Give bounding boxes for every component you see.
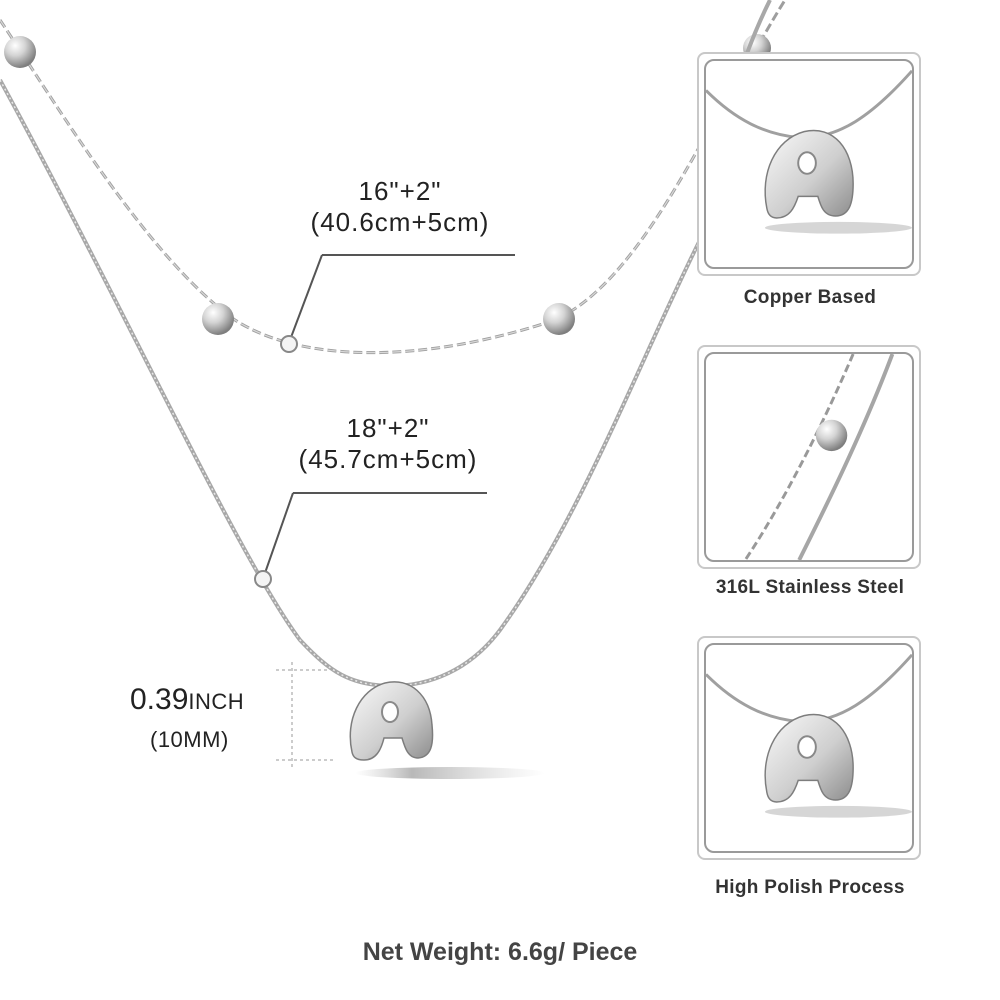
polish-closeup-image	[706, 653, 912, 818]
lower-chain	[0, 0, 772, 689]
feature-caption-steel: 316L Stainless Steel	[715, 577, 905, 598]
top-chain-length-label: 16"+2" (40.6cm+5cm)	[290, 176, 510, 238]
top-chain-length-cm: (40.6cm+5cm)	[310, 207, 490, 237]
measure-point-bottom	[254, 570, 272, 588]
pendant-closeup-image	[706, 69, 912, 234]
feature-caption-copper: Copper Based	[743, 287, 877, 308]
feature-panel-steel	[697, 345, 921, 569]
chain-bead	[543, 303, 575, 335]
chain-bead	[4, 36, 36, 68]
pendant-size-label: 0.39INCH	[130, 683, 244, 717]
length-leader-bottom	[264, 492, 487, 574]
letter-a-pendant	[349, 681, 545, 779]
measure-point-top	[280, 335, 298, 353]
bottom-chain-length-inch: 18"+2"	[346, 413, 430, 443]
bottom-chain-length-cm: (45.7cm+5cm)	[298, 444, 478, 474]
feature-panel-copper	[697, 52, 921, 276]
pendant-dimension-guide	[276, 662, 333, 770]
pendant-size-metric: (10MM)	[150, 727, 229, 752]
chain-closeup-image	[744, 354, 895, 560]
pendant-size-value: 0.39	[130, 683, 189, 716]
net-weight-text: Net Weight: 6.6g/ Piece	[362, 938, 638, 966]
chain-bead	[202, 303, 234, 335]
length-leader-top	[289, 254, 515, 341]
pendant-size-unit: INCH	[188, 689, 245, 714]
top-chain-length-inch: 16"+2"	[358, 176, 442, 206]
feature-caption-polish: High Polish Process	[715, 877, 905, 898]
bottom-chain-length-label: 18"+2" (45.7cm+5cm)	[278, 413, 498, 475]
feature-panel-polish	[697, 636, 921, 860]
